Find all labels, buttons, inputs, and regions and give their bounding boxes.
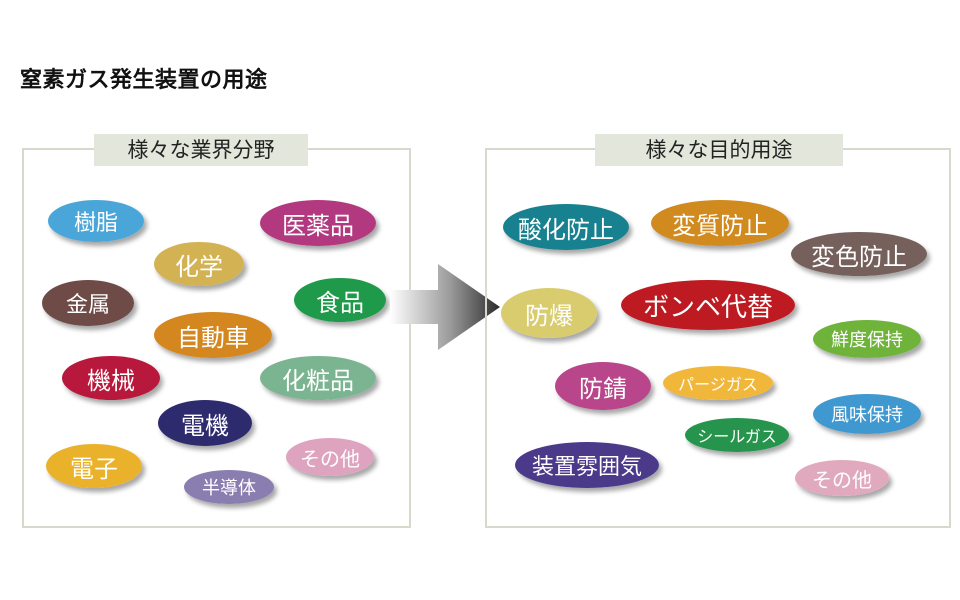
purpose-other: その他 (795, 460, 889, 496)
purpose-anti-oxidation: 酸化防止 (503, 204, 629, 250)
industry-other: その他 (286, 438, 374, 476)
purpose-anti-deterioration: 変質防止 (651, 200, 789, 246)
purpose-freshness: 鮮度保持 (813, 320, 921, 358)
page-title: 窒素ガス発生装置の用途 (20, 68, 268, 93)
purpose-cylinder-replacement: ボンベ代替 (621, 280, 795, 330)
purpose-purge-gas: パージガス (663, 366, 773, 400)
industry-metal: 金属 (42, 280, 134, 326)
industry-chemical: 化学 (154, 242, 244, 286)
purpose-equipment-atmosphere: 装置雰囲気 (515, 442, 659, 488)
purpose-explosion-proof: 防爆 (501, 288, 597, 338)
purpose-anti-discoloration: 変色防止 (791, 232, 927, 276)
industry-semiconductor: 半導体 (184, 470, 274, 504)
industry-food: 食品 (294, 278, 386, 322)
purpose-rust-prevention: 防錆 (555, 362, 651, 410)
arrow-right-icon (390, 264, 500, 350)
industry-automotive: 自動車 (154, 312, 272, 358)
industry-machinery: 機械 (62, 356, 160, 400)
industry-electrical: 電機 (158, 400, 252, 446)
industry-electronics: 電子 (46, 444, 142, 488)
industry-pharmaceutical: 医薬品 (260, 200, 376, 246)
industry-resin: 樹脂 (48, 200, 144, 242)
purpose-panel: 様々な目的用途 酸化防止 変質防止 変色防止 防爆 ボンベ代替 鮮度保持 防錆 … (485, 134, 951, 528)
purpose-seal-gas: シールガス (685, 418, 789, 452)
industry-cosmetics: 化粧品 (260, 356, 376, 400)
industry-panel-label: 様々な業界分野 (94, 134, 308, 166)
industry-panel: 様々な業界分野 樹脂 化学 医薬品 金属 自動車 食品 機械 化粧品 電機 電子… (22, 134, 411, 528)
purpose-flavor: 風味保持 (813, 394, 921, 434)
purpose-panel-label: 様々な目的用途 (595, 134, 843, 166)
